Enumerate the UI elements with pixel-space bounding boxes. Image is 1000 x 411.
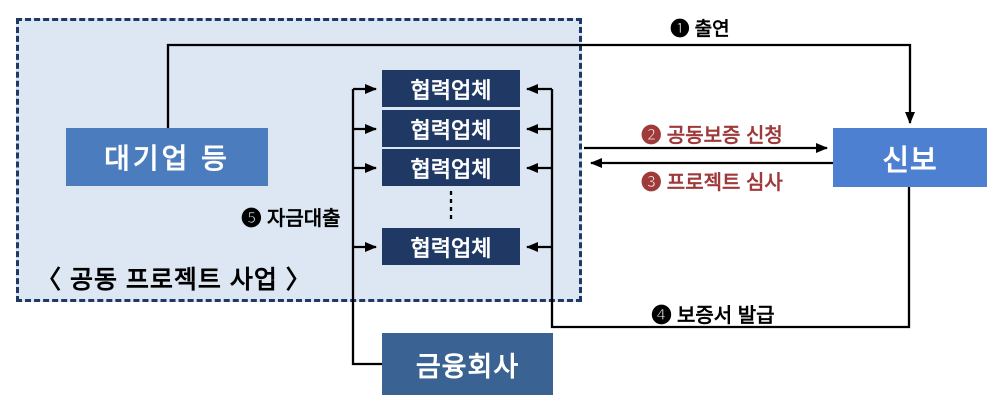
node-financial-company-label: 금융회사 xyxy=(415,351,520,382)
node-shinbo-label: 신보 xyxy=(882,144,938,177)
node-large-company-label: 대기업 등 xyxy=(104,143,230,174)
node-partner-3-label: 협력업체 xyxy=(410,156,492,182)
flow-label-guarantee-issuance: ❹ 보증서 발급 xyxy=(651,305,775,327)
flow-label-contribution: ❶ 출연 xyxy=(670,19,730,40)
node-shinbo: 신보 xyxy=(833,128,987,187)
node-partner-1: 협력업체 xyxy=(382,70,520,107)
node-large-company: 대기업 등 xyxy=(66,128,268,186)
node-partner-1-label: 협력업체 xyxy=(410,77,492,103)
node-partner-3: 협력업체 xyxy=(382,149,520,186)
flow-label-joint-guarantee-request: ❷ 공동보증 신청 xyxy=(641,125,783,147)
line-fund-loan-trunk xyxy=(351,89,382,366)
node-partner-2: 협력업체 xyxy=(382,110,520,147)
joint-project-group-label: 〈 공동 프로젝트 사업 〉 xyxy=(36,266,312,294)
node-partner-2-label: 협력업체 xyxy=(410,117,492,143)
arrow-contribution xyxy=(166,43,915,128)
node-partner-4-label: 협력업체 xyxy=(410,235,492,261)
line-guarantee-issuance-trunk xyxy=(550,89,911,329)
node-partner-4: 협력업체 xyxy=(382,228,520,265)
flow-label-project-review: ❸ 프로젝트 심사 xyxy=(641,172,783,194)
flow-label-fund-loan: ❺ 자금대출 xyxy=(241,208,341,230)
node-financial-company: 금융회사 xyxy=(382,333,553,395)
